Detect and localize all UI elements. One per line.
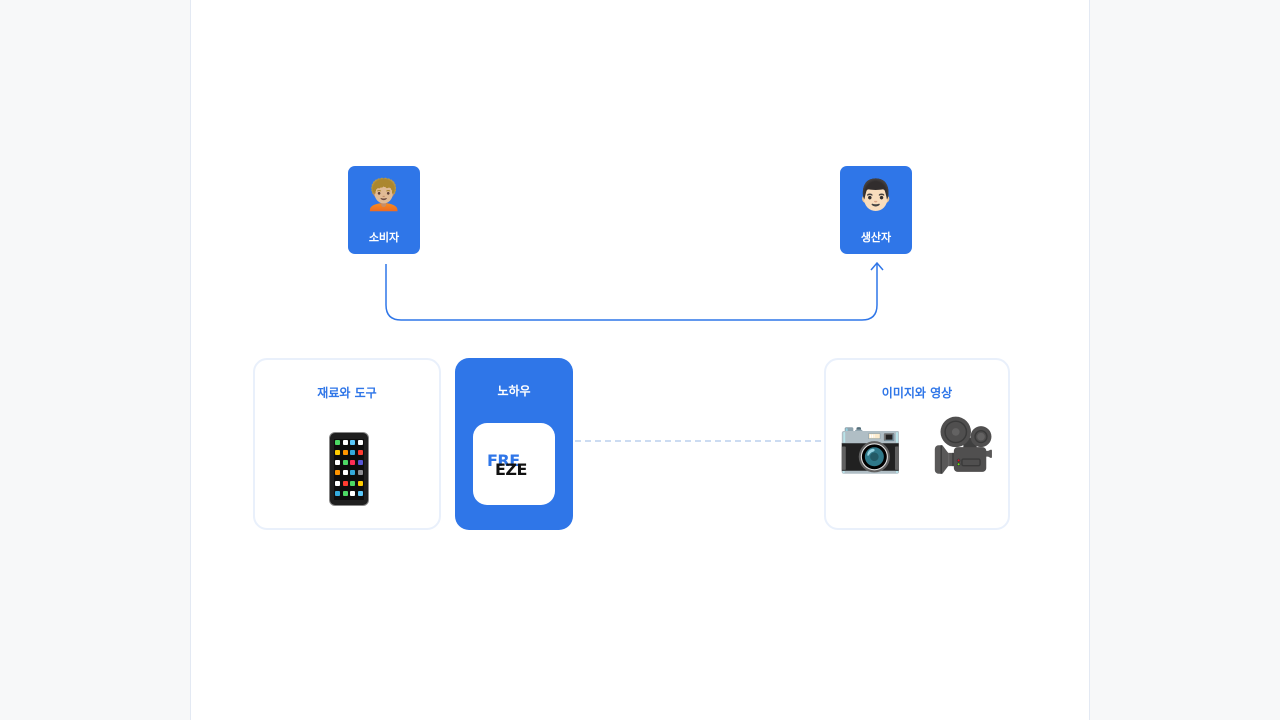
materials-title: 재료와 도구 bbox=[317, 386, 377, 400]
images-and-video-box: 이미지와 영상 📷 🎥 bbox=[824, 358, 1010, 530]
producer-label: 생산자 bbox=[860, 231, 892, 244]
knowhow-box: 노하우 FRE EZE bbox=[455, 358, 573, 530]
consumer-avatar-icon: 🧑🏼‍🦱 bbox=[365, 178, 403, 213]
freeze-logo: FRE EZE bbox=[473, 423, 555, 505]
mobile-phone-icon bbox=[329, 432, 369, 506]
camera-icon: 📷 bbox=[837, 416, 903, 476]
producer-avatar-icon: 👨🏻 bbox=[857, 178, 895, 213]
materials-and-tools-box: 재료와 도구 bbox=[253, 358, 441, 530]
movie-camera-icon: 🎥 bbox=[931, 416, 997, 476]
media-title: 이미지와 영상 bbox=[881, 386, 953, 400]
knowhow-title: 노하우 bbox=[497, 384, 531, 398]
consumer-node: 🧑🏼‍🦱 소비자 bbox=[348, 166, 420, 254]
producer-node: 👨🏻 생산자 bbox=[840, 166, 912, 254]
consumer-label: 소비자 bbox=[368, 231, 400, 244]
